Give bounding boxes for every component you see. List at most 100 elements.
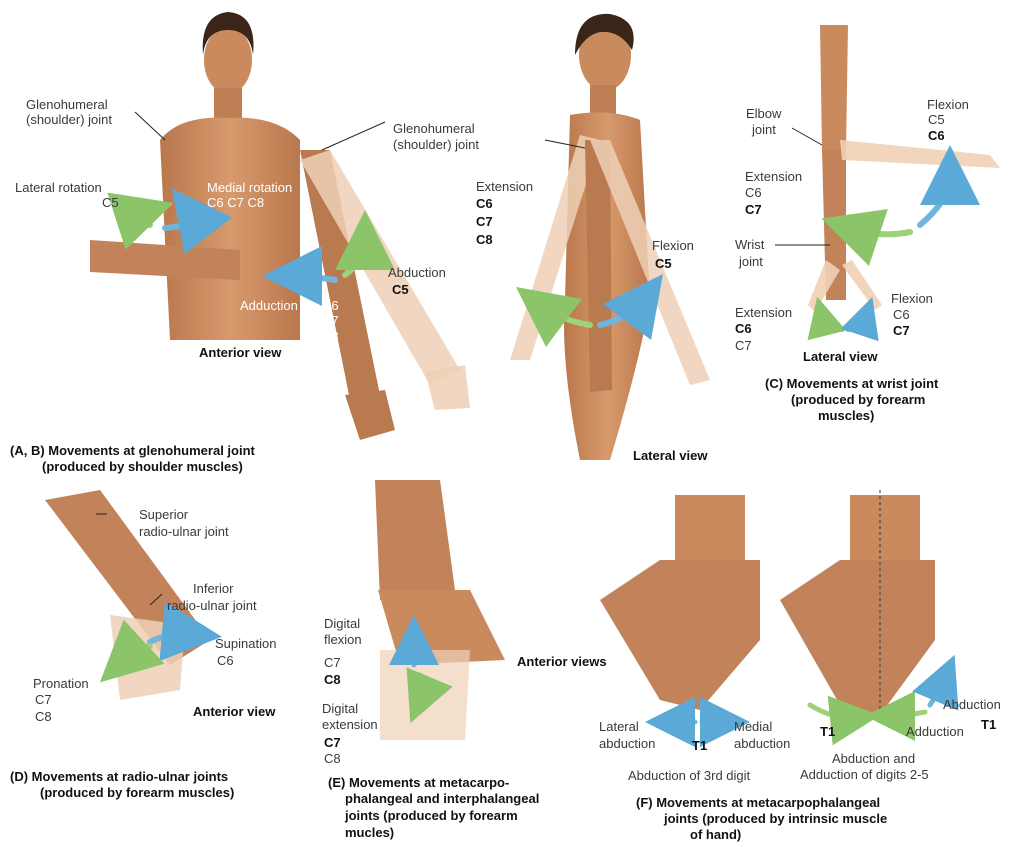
hand-f-right [780,490,935,720]
lateral-rotation-label: Lateral rotation [15,180,102,195]
extension-label-c: Extension [745,169,802,184]
forearm-f1 [675,495,745,560]
arrow-lateral-rotation [134,212,150,225]
t1-left-label: T1 [692,738,707,753]
pointer-elbow [792,128,822,145]
flexion-nerve-c-2: C6 [928,128,945,143]
caption-ab-2: (produced by shoulder muscles) [42,459,243,474]
digital-flexion-nerve-1: C7 [324,655,341,670]
neck [214,88,242,118]
anterior-view-label-d: Anterior view [193,704,275,719]
caption-c-3: muscles) [818,408,874,423]
arrow-wrist-extension [822,316,842,330]
wrist-flexion-nerve-1: C6 [893,307,910,322]
medial-rotation-nerves: C6 C7 C8 [207,195,264,210]
caption-d-1: (D) Movements at radio-ulnar joints [10,769,228,784]
arrow-digital-extension [420,675,423,700]
digital-flexion-label-1: Digital [324,616,360,631]
lateral-figure [510,14,710,460]
pointer-glenohumeral-left [135,112,165,140]
abduction-f-label: Abduction [943,697,1001,712]
lateral-abduction-label-1: Lateral [599,719,639,734]
arrow-wrist-flexion [848,316,866,330]
digital-flexion-label-2: flexion [324,632,362,647]
elbow-label-2: joint [752,122,776,137]
arrow-elbow-flexion [920,175,950,225]
adduction-nerve-1: C6 [322,298,339,313]
hand-flexion-ghost [842,260,882,310]
wrist-figure [808,25,1000,312]
pronation-nerve-2: C8 [35,709,52,724]
elbow-label-1: Elbow [746,106,781,121]
right-hand [345,390,395,440]
caption-d-2: (produced by forearm muscles) [40,785,234,800]
wrist-flexion-nerve-2: C7 [893,323,910,338]
upper-arm-vertical [820,25,848,150]
extension-nerve-c-1: C6 [745,185,762,200]
abd-add-label-1: Abduction and [832,751,915,766]
flexion-label-c: Flexion [927,97,969,112]
extension-nerve-1: C6 [476,196,493,211]
adduction-label: Adduction [240,298,298,313]
supination-label: Supination [215,636,276,651]
abd-add-label-2: Adduction of digits 2-5 [800,767,929,782]
adduction-nerve-3: C8 [322,329,339,344]
digital-extension-nerve-1: C7 [324,735,341,750]
digital-extension-label-1: Digital [322,701,358,716]
caption-c-2: (produced by forearm [791,392,925,407]
medial-abduction-label-2: abduction [734,736,790,751]
extension-nerve-2: C7 [476,214,493,229]
anterior-views-label: Anterior views [517,654,607,669]
digital-extension-nerve-2: C8 [324,751,341,766]
wrist-flexion-label: Flexion [891,291,933,306]
t1-right-label: T1 [981,717,996,732]
superior-label-2: radio-ulnar joint [139,524,229,539]
anterior-view-label: Anterior view [199,345,281,360]
caption-c-1: (C) Movements at wrist joint [765,376,938,391]
palm-f1 [600,560,760,710]
abducted-hand-ghost [425,365,470,410]
forearm-flexed-ghost [840,140,1000,168]
lateral-abduction-label-2: abduction [599,736,655,751]
superior-label-1: Superior [139,507,188,522]
hand-f-left [600,495,760,710]
wrist-extension-label: Extension [735,305,792,320]
caption-ab-1: (A, B) Movements at glenohumeral joint [10,443,255,458]
inferior-label-2: radio-ulnar joint [167,598,257,613]
fingers-extended-ghost [380,650,470,740]
pronation-nerve-1: C7 [35,692,52,707]
flexion-nerve-c-1: C5 [928,112,945,127]
lateral-rotation-nerve: C5 [102,195,119,210]
glenohumeral-right-label-1: Glenohumeral [393,121,475,136]
caption-e-1: (E) Movements at metacarpo- [328,775,509,790]
abduction-label: Abduction [388,265,446,280]
glenohumeral-right-label-2: (shoulder) joint [393,137,479,152]
wrist-label-1: Wrist [735,237,764,252]
glenohumeral-left-label-2: (shoulder) joint [26,112,112,127]
arrow-f-adduction-right [890,712,925,716]
extension-nerve-c-2: C7 [745,202,762,217]
caption-e-3: joints (produced by forearm [345,808,518,823]
pronation-label: Pronation [33,676,89,691]
lateral-view-label-c: Lateral view [803,349,877,364]
digital-flexion-nerve-2: C8 [324,672,341,687]
hand-e-figure [375,480,505,740]
extension-nerve-3: C8 [476,232,493,247]
t1-mid-label: T1 [820,724,835,739]
lateral-view-label-b: Lateral view [633,448,707,463]
flexion-nerve-lat: C5 [655,256,672,271]
caption-f-2: joints (produced by intrinsic muscle [664,811,887,826]
flexion-label-lat: Flexion [652,238,694,253]
arrow-elbow-extension [850,228,910,234]
hand-ghost [110,615,185,700]
neck-lateral [590,85,616,115]
pointer-glenohumeral-mid [322,122,385,150]
wrist-label-2: joint [739,254,763,269]
forearm-e [375,480,455,600]
caption-f-3: of hand) [690,827,741,842]
glenohumeral-left-label-1: Glenohumeral [26,97,108,112]
wrist-extension-nerve-1: C6 [735,321,752,336]
head [204,26,252,94]
